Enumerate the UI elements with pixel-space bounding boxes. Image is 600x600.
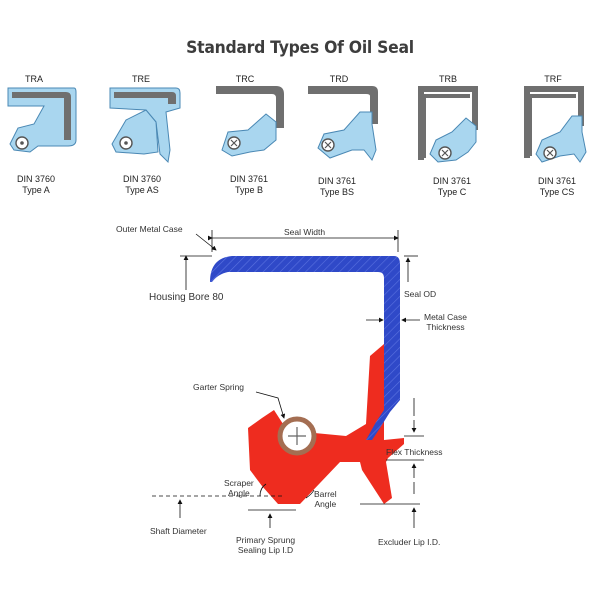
label-seal-width: Seal Width: [284, 227, 326, 237]
seal-type-code: TRD: [329, 74, 349, 84]
seal-type-code: TRF: [544, 74, 562, 84]
label-barrel-line1: Barrel: [314, 489, 337, 499]
seal-type-din: DIN 3761: [537, 176, 577, 186]
seal-type-name: Type A: [22, 185, 50, 195]
seal-type-caption: DIN 3760 Type A: [0, 174, 81, 196]
label-metal-case-thickness: Metal Case Thickness: [424, 312, 467, 332]
seal-type-name: Type C: [437, 187, 467, 197]
seal-type-code: TRC: [235, 74, 255, 84]
label-scraper-angle: Scraper Angle: [224, 478, 254, 498]
seal-type-code: TRE: [132, 74, 150, 84]
seal-type-din: DIN 3761: [229, 174, 269, 184]
seal-type-din: DIN 3760: [122, 174, 162, 184]
seal-icon-tre: [109, 87, 181, 164]
label-metal-case-line2: Thickness: [426, 322, 465, 332]
seal-icon-tra: [7, 87, 77, 153]
label-outer-metal-case: Outer Metal Case: [116, 224, 183, 234]
label-metal-case-line1: Metal Case: [424, 312, 467, 322]
label-primary-lip: Primary Sprung Sealing Lip I.D: [236, 535, 295, 555]
label-scraper-line2: Angle: [228, 488, 250, 498]
rubber-lip: [248, 344, 404, 504]
label-barrel-line2: Angle: [314, 499, 337, 509]
seal-icon-trc: [216, 86, 284, 157]
seal-type-name: Type AS: [125, 185, 159, 195]
seal-type-din: DIN 3760: [16, 174, 56, 184]
label-primary-line1: Primary Sprung: [236, 535, 296, 545]
seal-icon-trd: [308, 86, 378, 161]
seal-type-name: Type B: [234, 185, 263, 195]
seal-type-caption: DIN 3761 Type B: [204, 174, 294, 196]
label-primary-line2: Sealing Lip I.D: [237, 545, 294, 555]
label-excluder-lip: Excluder Lip I.D.: [378, 537, 441, 547]
large-seal-cross-section: [210, 256, 404, 504]
label-flex-thickness: Flex Thickness: [386, 447, 443, 457]
seal-type-code: TRA: [25, 74, 43, 84]
label-garter-spring: Garter Spring: [193, 382, 245, 392]
seal-type-din: DIN 3761: [317, 176, 357, 186]
metal-case: [210, 256, 400, 440]
seal-type-caption: DIN 3761 Type C: [407, 176, 497, 198]
label-seal-od: Seal OD: [404, 289, 437, 299]
seal-icon-trf: [524, 86, 587, 163]
seal-type-name: Type CS: [539, 187, 575, 197]
seal-type-name: Type BS: [319, 187, 355, 197]
label-housing-bore: Housing Bore 80: [149, 292, 224, 303]
seal-type-caption: DIN 3761 Type BS: [292, 176, 382, 198]
label-barrel-angle: Barrel Angle: [314, 489, 337, 509]
dimension-lines: [152, 230, 424, 528]
seal-type-din: DIN 3761: [432, 176, 472, 186]
label-shaft-diameter: Shaft Diameter: [150, 526, 207, 536]
seal-type-caption: DIN 3761 Type CS: [512, 176, 600, 198]
seal-type-caption: DIN 3760 Type AS: [97, 174, 187, 196]
seal-type-code: TRB: [439, 74, 457, 84]
page-title: Standard Types Of Oil Seal: [186, 38, 414, 58]
label-scraper-line1: Scraper: [224, 478, 254, 488]
seal-icon-trb: [418, 86, 478, 163]
